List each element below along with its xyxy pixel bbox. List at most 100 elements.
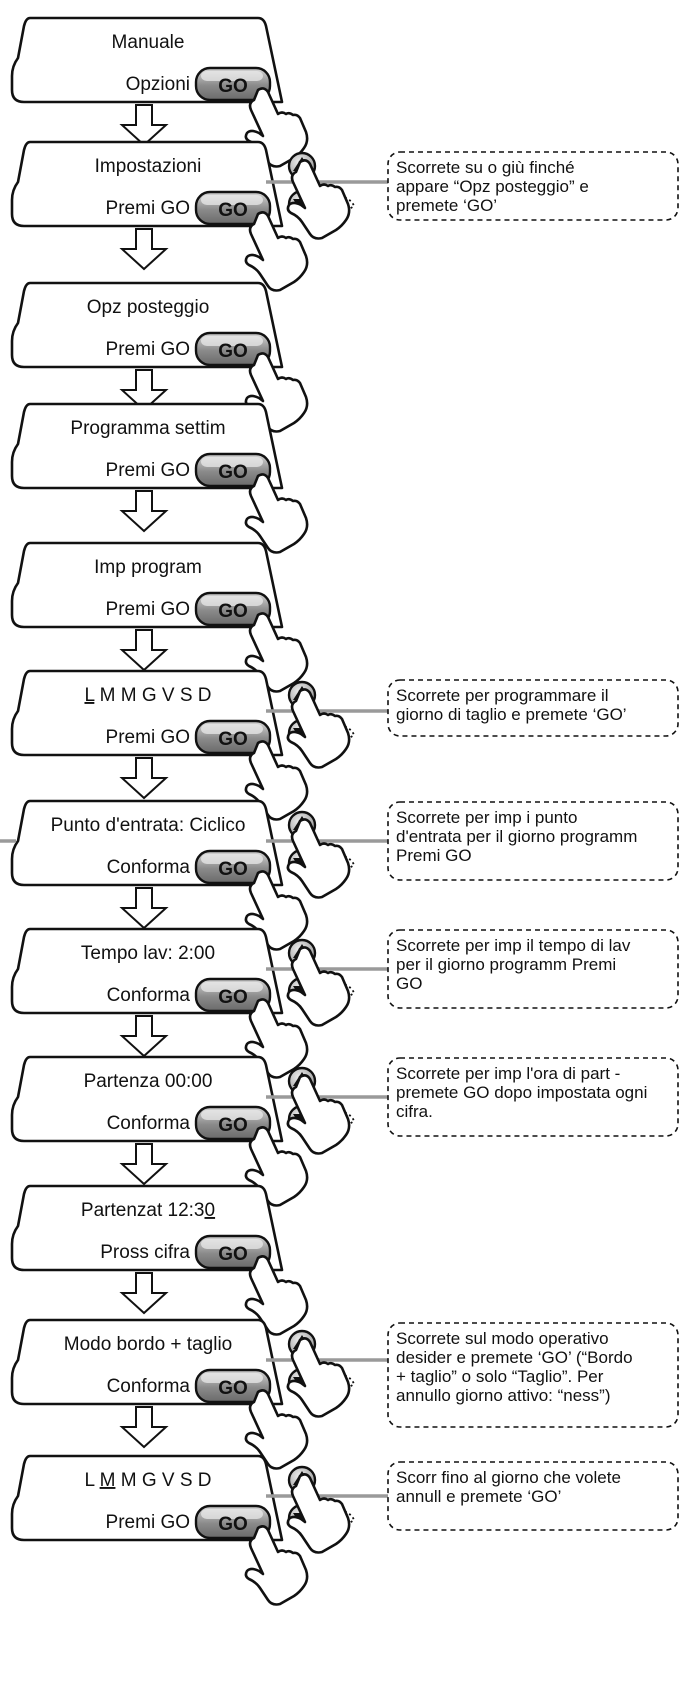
note-line: Scorrete per imp il tempo di lav: [396, 936, 631, 955]
note-line: Premi GO: [396, 846, 472, 865]
note-line: annullo giorno attivo: “ness”): [396, 1386, 611, 1405]
note-line: GO: [396, 974, 422, 993]
note-line: d'entrata per il giorno programm: [396, 827, 637, 846]
go-label: GO: [218, 601, 248, 622]
pointing-hand-icon: [286, 688, 351, 769]
go-label: GO: [218, 987, 248, 1008]
screen-subtitle: Premi GO: [106, 339, 190, 360]
scroll-buttons: [286, 151, 356, 240]
title-part: Partenzat 12:3: [81, 1200, 205, 1221]
note-line: annull e premete ‘GO’: [396, 1487, 561, 1506]
note-line: cifra.: [396, 1102, 433, 1121]
note-line: premete GO dopo impostata ogni: [396, 1083, 647, 1102]
screen-title: Opz posteggio: [87, 297, 210, 318]
pointing-hand-icon: [244, 1389, 309, 1470]
go-label: GO: [218, 200, 248, 221]
go-button[interactable]: GO: [194, 1234, 272, 1270]
scroll-buttons: [286, 810, 356, 899]
go-button[interactable]: GO: [194, 452, 272, 488]
down-flow-arrow-icon: [119, 228, 169, 271]
title-part: M G V S D: [115, 1470, 211, 1491]
down-flow-arrow-icon: [119, 369, 169, 412]
screen-title: Partenzat 12:30: [81, 1200, 215, 1221]
go-label: GO: [218, 1244, 248, 1265]
screen-subtitle: Pross cifra: [100, 1242, 190, 1263]
screen-title: L M M G V S D: [84, 685, 211, 706]
step-annulla-giorno: L M M G V S D Premi GO GO Scorr fino al gio…: [10, 1454, 679, 1606]
note-line: Scorr fino al giorno che volete: [396, 1468, 621, 1487]
pointing-hand-icon: [244, 473, 309, 554]
go-button[interactable]: GO: [194, 591, 272, 627]
go-label: GO: [218, 1514, 248, 1535]
go-label: GO: [218, 1378, 248, 1399]
down-flow-arrow-icon: [119, 1406, 169, 1449]
screen-subtitle: Conforma: [107, 857, 191, 878]
down-flow-arrow-icon: [119, 629, 169, 672]
scroll-buttons: [286, 1329, 356, 1418]
pointing-hand-icon: [244, 1255, 309, 1336]
go-label: GO: [218, 341, 248, 362]
screen-subtitle: Conforma: [107, 985, 191, 1006]
pointing-hand-icon: [286, 1074, 351, 1155]
go-button[interactable]: GO: [194, 331, 272, 367]
scroll-buttons: [286, 938, 356, 1027]
note-line: appare “Opz posteggio” e: [396, 177, 589, 196]
title-part: M M G V S D: [94, 685, 211, 706]
screen-subtitle: Premi GO: [106, 599, 190, 620]
go-button[interactable]: GO: [194, 849, 272, 885]
screen-title: L M M G V S D: [84, 1470, 211, 1491]
scroll-buttons: [286, 1066, 356, 1155]
screen-subtitle: Conforma: [107, 1113, 191, 1134]
go-label: GO: [218, 1115, 248, 1136]
scroll-buttons: [286, 680, 356, 769]
selected-char: M: [100, 1470, 116, 1491]
screen-title: Punto d'entrata: Ciclico: [51, 815, 246, 836]
note-line: Scorrete sul modo operativo: [396, 1329, 609, 1348]
pointing-hand-icon: [286, 946, 351, 1027]
go-button[interactable]: GO: [194, 977, 272, 1013]
selected-char: L: [84, 685, 94, 706]
note-box: Scorrete per imp l'ora di part -premete …: [387, 1057, 679, 1137]
screen-title: Partenza 00:00: [84, 1071, 213, 1092]
go-button[interactable]: GO: [194, 190, 272, 226]
selected-char: 0: [205, 1200, 216, 1221]
note-line: premete ‘GO’: [396, 196, 497, 215]
down-flow-arrow-icon: [119, 1272, 169, 1315]
screen-subtitle: Premi GO: [106, 1512, 190, 1533]
screen-subtitle: Premi GO: [106, 460, 190, 481]
note-line: Scorrete per imp i punto: [396, 808, 577, 827]
screen-title: Tempo lav: 2:00: [81, 943, 215, 964]
note-line: per il giorno programm Premi: [396, 955, 616, 974]
go-button[interactable]: GO: [194, 66, 272, 102]
go-button[interactable]: GO: [194, 1105, 272, 1141]
go-button[interactable]: GO: [194, 719, 272, 755]
go-button[interactable]: GO: [194, 1368, 272, 1404]
screen-subtitle: Opzioni: [126, 74, 190, 95]
go-button[interactable]: GO: [194, 1504, 272, 1540]
screen-title: Programma settim: [70, 418, 225, 439]
go-label: GO: [218, 462, 248, 483]
screen-title: Impostazioni: [95, 156, 202, 177]
pointing-hand-icon: [244, 211, 309, 292]
scroll-buttons: [286, 1465, 356, 1554]
note-line: Scorrete per programmare il: [396, 686, 609, 705]
note-line: desider e premete ‘GO’ (“Bordo: [396, 1348, 633, 1367]
note-line: Scorrete per imp l'ora di part -: [396, 1064, 620, 1083]
screen-title: Manuale: [112, 32, 185, 53]
